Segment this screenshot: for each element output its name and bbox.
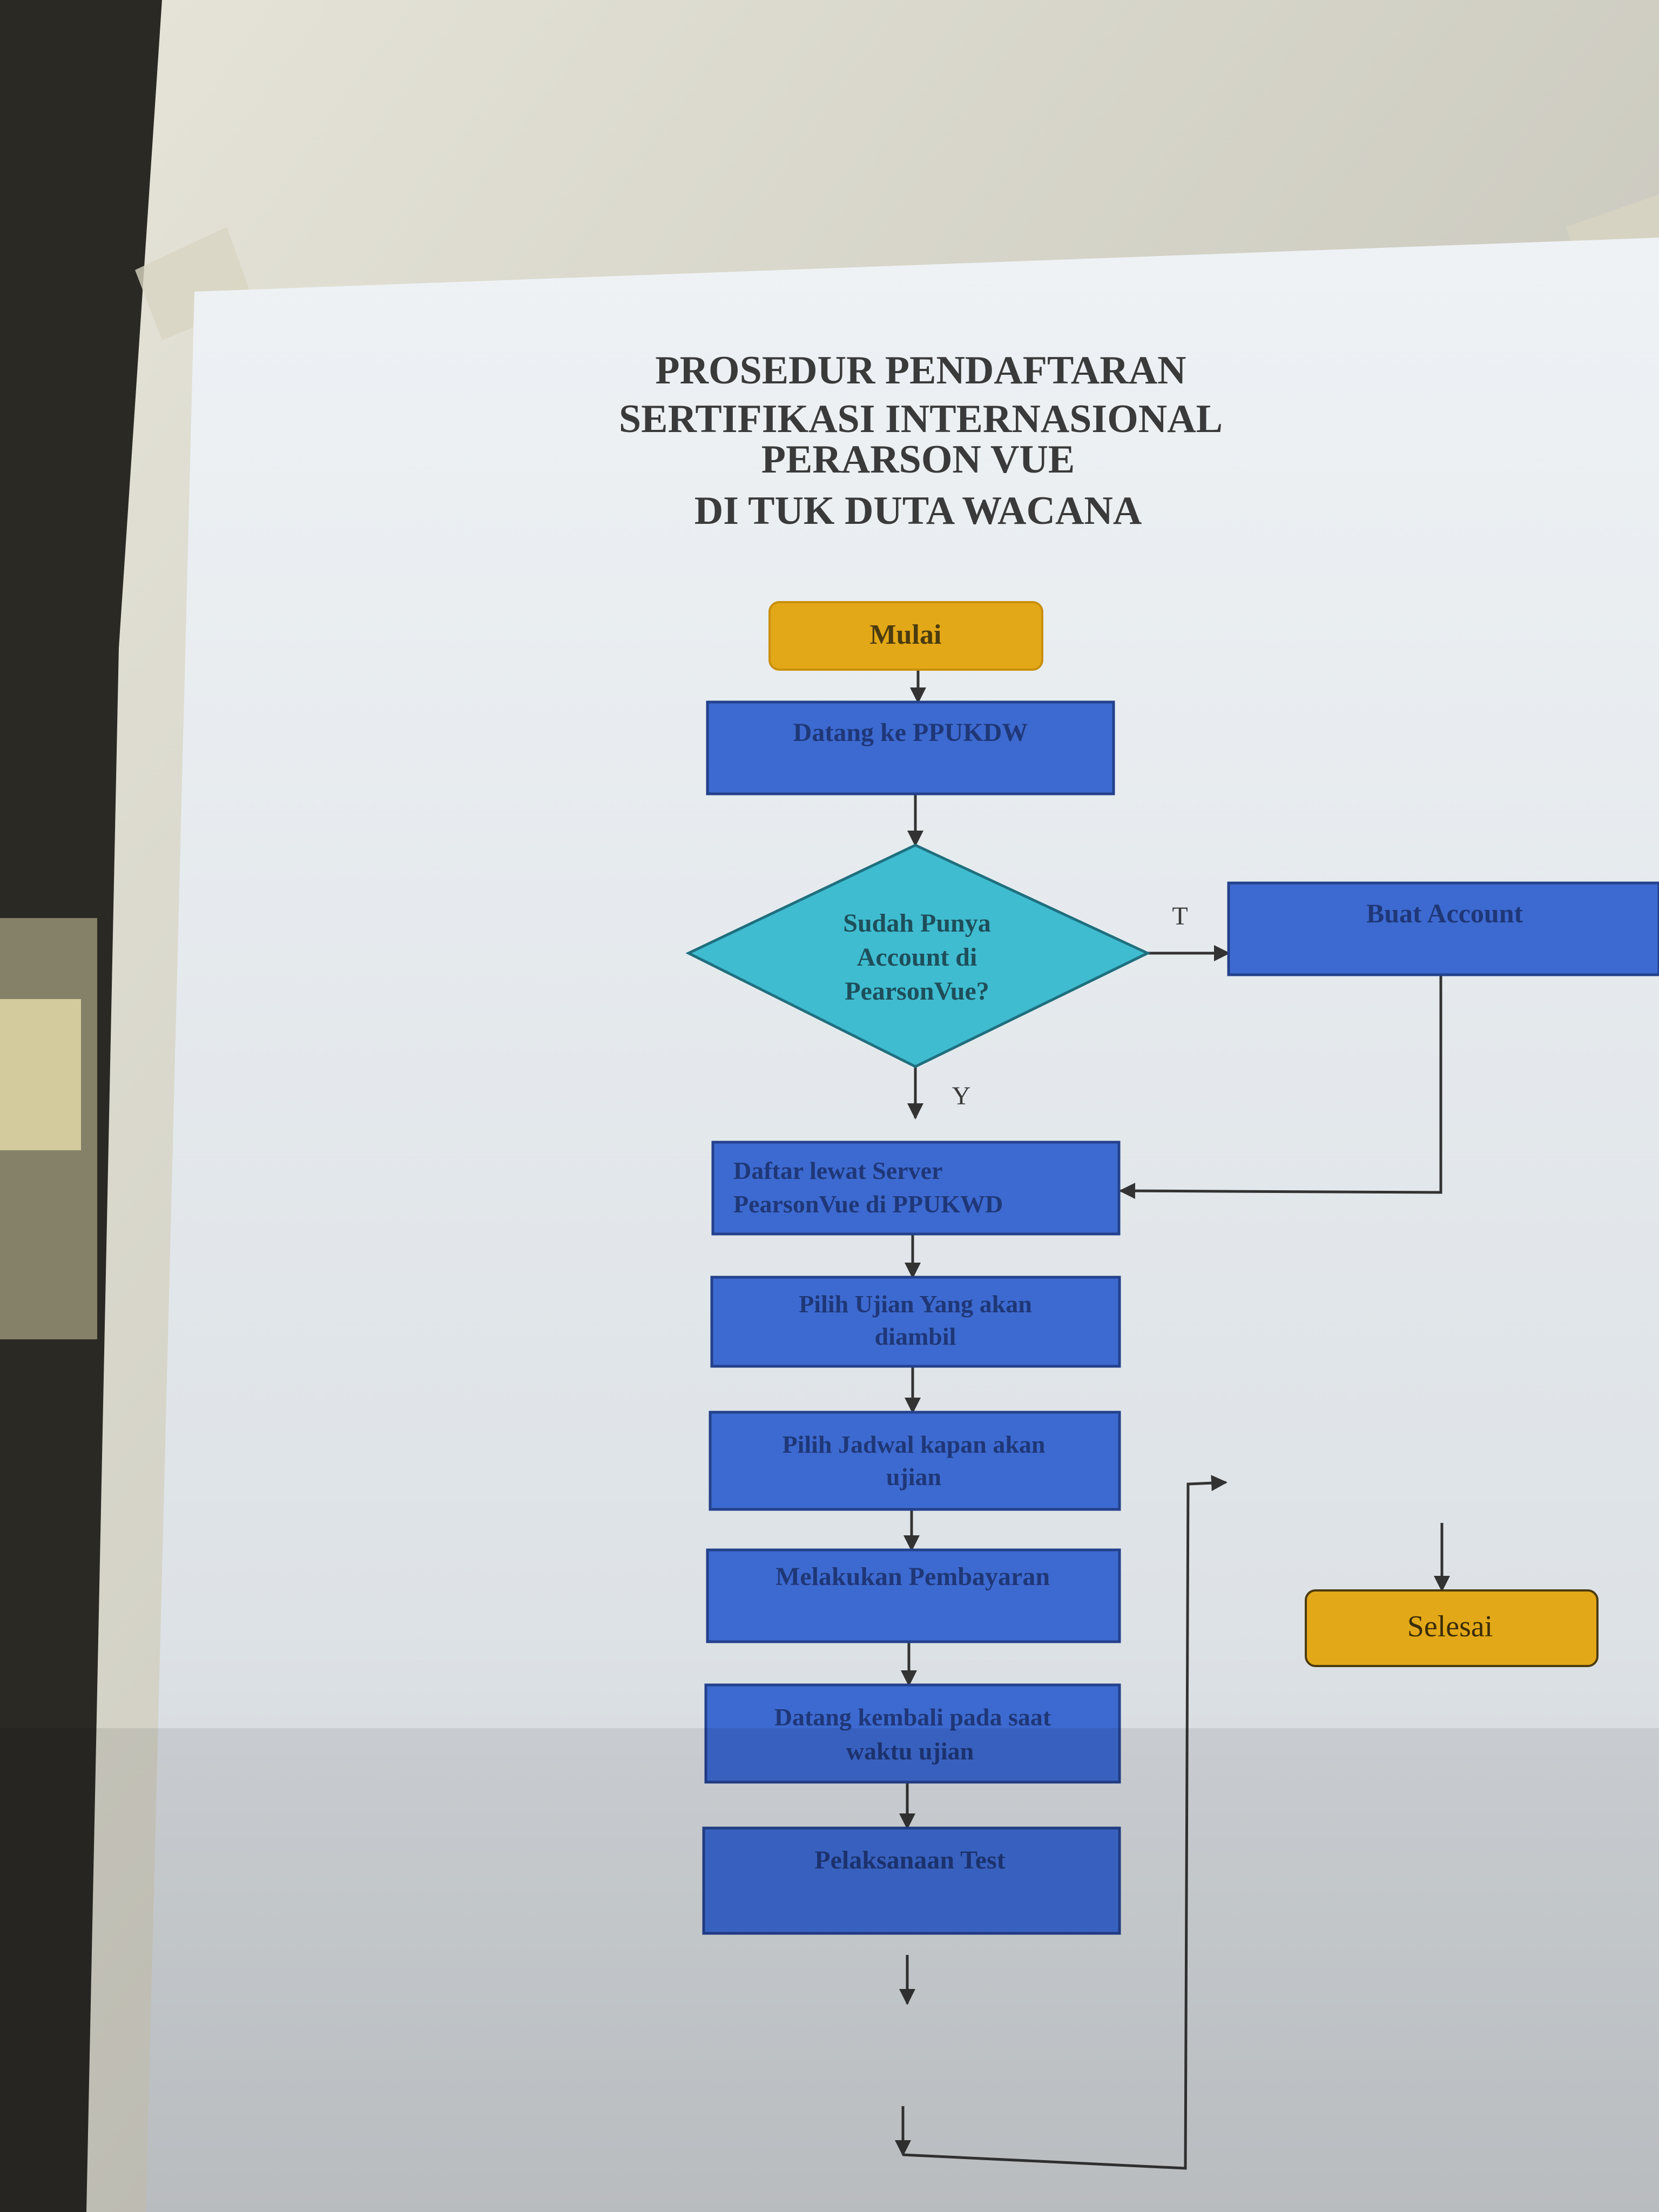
end-node bbox=[1305, 1589, 1599, 1667]
process-pembayaran-label: Melakukan Pembayaran bbox=[775, 1562, 1050, 1591]
process-test bbox=[702, 1826, 1121, 1935]
decision-line-2: Account di bbox=[857, 943, 977, 972]
loop-line bbox=[902, 1475, 1228, 2170]
process-daftar-text: Daftar lewat Server PearsonVue di PPUKWD bbox=[733, 1157, 1003, 1218]
process-daftar-line-2: PearsonVue di PPUKWD bbox=[733, 1190, 1003, 1218]
process-datang-label: Datang ke PPUKDW bbox=[793, 718, 1028, 747]
title-line-4: DI TUK DUTA WACANA bbox=[694, 489, 1142, 533]
process-datang-kembali-line-1: Datang kembali pada saat bbox=[774, 1703, 1051, 1731]
process-test-label: Pelaksanaan Test bbox=[814, 1846, 1005, 1874]
start-label: Mulai bbox=[870, 619, 942, 650]
label-no: T bbox=[1172, 902, 1188, 930]
title-line-2: SERTIFIKASI INTERNASIONAL bbox=[619, 397, 1223, 441]
process-datang-kembali bbox=[704, 1683, 1121, 1784]
process-pilih-jadwal-line-2: ujian bbox=[886, 1463, 941, 1491]
connectors bbox=[895, 670, 1450, 2170]
process-daftar bbox=[711, 1141, 1121, 1236]
shadow-overlay bbox=[0, 1728, 1659, 2212]
start-node bbox=[768, 601, 1043, 671]
arrow-buat-to-daftar bbox=[1119, 975, 1442, 1199]
end-label: Selesai bbox=[1407, 1610, 1493, 1643]
decision-text: Sudah Punya Account di PearsonVue? bbox=[843, 909, 991, 1006]
process-pilih-ujian-text: Pilih Ujian Yang akan diambil bbox=[799, 1290, 1032, 1350]
window-glow bbox=[0, 999, 81, 1150]
process-pilih-jadwal bbox=[709, 1411, 1121, 1511]
title-line-1: PROSEDUR PENDAFTARAN bbox=[655, 348, 1186, 393]
process-pilih-jadwal-text: Pilih Jadwal kapan akan ujian bbox=[782, 1431, 1045, 1491]
decision-line-3: PearsonVue? bbox=[845, 977, 989, 1006]
process-pilih-jadwal-line-1: Pilih Jadwal kapan akan bbox=[782, 1431, 1045, 1458]
decision-line-1: Sudah Punya bbox=[843, 909, 991, 938]
process-pembayaran bbox=[706, 1548, 1121, 1643]
process-pilih-ujian bbox=[710, 1276, 1121, 1368]
process-datang bbox=[706, 700, 1115, 795]
process-buat-account-label: Buat Account bbox=[1366, 898, 1523, 928]
process-daftar-line-1: Daftar lewat Server bbox=[733, 1157, 942, 1184]
process-pilih-ujian-line-2: diambil bbox=[875, 1323, 956, 1350]
process-datang-kembali-line-2: waktu ujian bbox=[846, 1737, 974, 1765]
process-pilih-ujian-line-1: Pilih Ujian Yang akan bbox=[799, 1290, 1032, 1318]
title-block: PROSEDUR PENDAFTARAN SERTIFIKASI INTERNA… bbox=[619, 348, 1223, 533]
decision-node bbox=[685, 844, 1151, 1068]
title-line-3: PERARSON VUE bbox=[761, 437, 1075, 482]
label-yes: Y bbox=[952, 1082, 971, 1110]
process-datang-kembali-text: Datang kembali pada saat waktu ujian bbox=[774, 1703, 1051, 1765]
process-buat-account bbox=[1227, 881, 1659, 976]
